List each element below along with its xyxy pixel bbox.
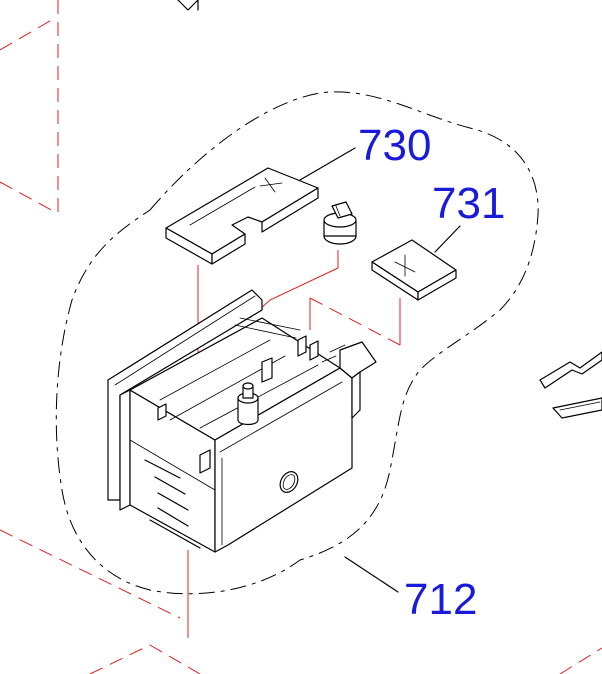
callout-731: 731 — [432, 179, 505, 228]
part-731-pad — [371, 239, 457, 301]
leader-lines — [299, 147, 461, 593]
leader-line-731 — [434, 225, 461, 253]
callout-712: 712 — [404, 575, 477, 624]
assembly-boundary — [55, 91, 539, 595]
leader-line-730 — [299, 147, 356, 181]
right-side-fragments — [539, 351, 602, 419]
guide-line-bottom-b — [89, 644, 151, 674]
guide-line-bottom-a — [0, 529, 181, 619]
guide-line-bottom-right — [559, 647, 602, 674]
top-left-fragment — [177, 0, 199, 11]
guide-line-bottom-c — [149, 644, 201, 674]
main-box-assembly — [107, 289, 377, 553]
guide-line-731-diag — [309, 297, 401, 346]
knob-part — [323, 201, 357, 245]
guide-line-knob-drop — [249, 250, 339, 319]
leader-line-712 — [344, 556, 399, 593]
callout-730: 730 — [358, 121, 431, 170]
guide-line-top-left-c — [0, 181, 56, 213]
part-730-cover — [165, 167, 319, 265]
guide-line-top-left-a — [0, 17, 56, 51]
